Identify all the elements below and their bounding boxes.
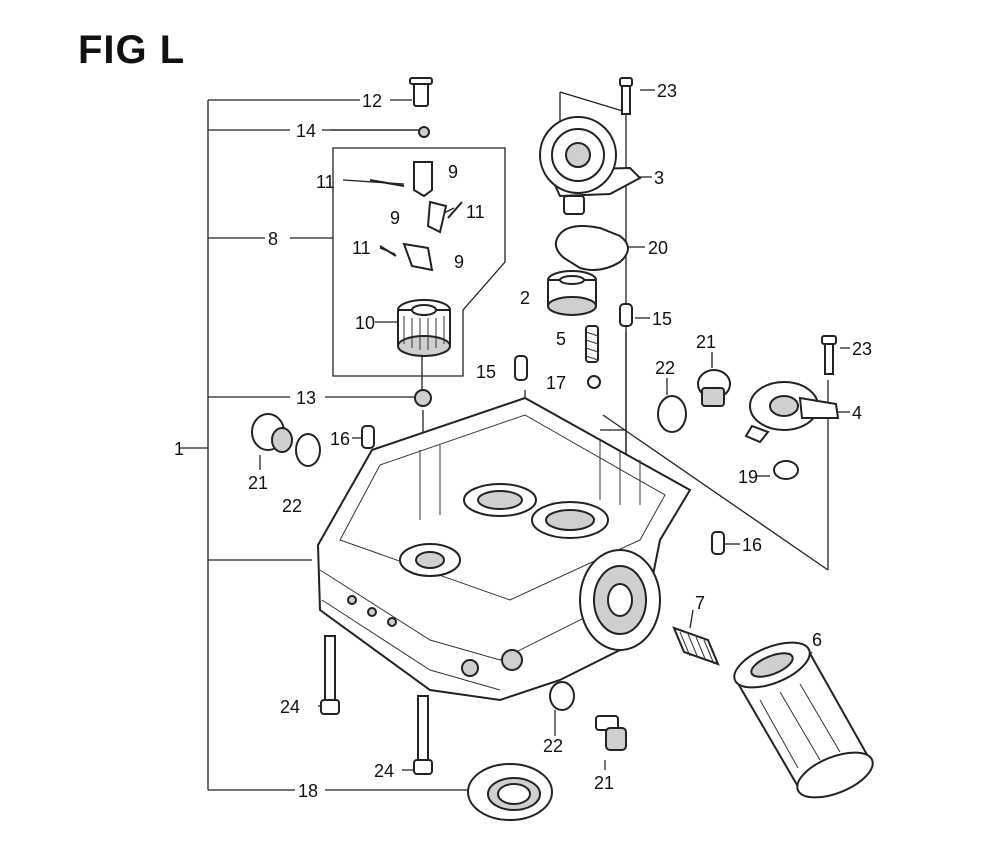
- callout-16b: 16: [742, 535, 762, 555]
- callout-20: 20: [648, 238, 668, 258]
- callout-11b: 11: [466, 202, 485, 222]
- callout-23a: 23: [657, 81, 677, 101]
- part-15-dowel-b: [514, 355, 528, 381]
- part-22-washer-lower: [549, 681, 575, 711]
- part-21-plug-right: [697, 369, 731, 407]
- callout-11a: 11: [316, 172, 335, 192]
- assembly-bracket-lines: [180, 99, 470, 791]
- callout-15a: 15: [652, 309, 672, 329]
- callout-22b: 22: [655, 358, 675, 378]
- part-19-oring: [773, 460, 799, 480]
- callout-23b: 23: [852, 339, 872, 359]
- part-16-dowel-b: [711, 531, 725, 555]
- part-21-plug-left: [251, 413, 293, 453]
- part-12-bolt: [409, 77, 433, 107]
- callout-10: 10: [355, 313, 375, 333]
- part-20-gasket: [554, 225, 629, 271]
- part-24-bolt-b: [413, 695, 433, 775]
- part-2-collar: [547, 270, 597, 316]
- part-7-nipple: [672, 626, 720, 666]
- part-5-spring: [585, 325, 599, 363]
- part-15-dowel-a: [619, 303, 633, 327]
- part-23-bolt-right: [821, 335, 837, 375]
- part-1-crankcase: [316, 396, 692, 702]
- part-4-cover: [744, 381, 840, 444]
- callout-17: 17: [546, 373, 566, 393]
- callout-21b: 21: [696, 332, 716, 352]
- part-17-oring: [587, 375, 601, 389]
- figure-title: FIG L: [78, 28, 186, 72]
- part-11-pins: [369, 179, 463, 257]
- part-22-washer-right: [657, 395, 687, 433]
- callout-labels: 1 2 3 4 5 6 7 8 9 9 9 10 11 11 11 12 13 …: [174, 81, 872, 801]
- callout-24b: 24: [374, 761, 394, 781]
- callout-21a: 21: [248, 473, 268, 493]
- callout-14: 14: [296, 121, 316, 141]
- part-23-bolt-upper: [619, 77, 633, 115]
- callout-9b: 9: [390, 208, 400, 228]
- callout-8: 8: [268, 229, 278, 249]
- part-14-nut: [418, 126, 430, 138]
- callout-24a: 24: [280, 697, 300, 717]
- part-6-oil-filter: [733, 641, 874, 799]
- callout-3: 3: [654, 168, 664, 188]
- pump-assembly-box: [332, 147, 506, 377]
- part-9-clips: [402, 161, 448, 272]
- callout-22c: 22: [543, 736, 563, 756]
- callout-7: 7: [695, 593, 705, 613]
- callout-12: 12: [362, 91, 382, 111]
- callout-16a: 16: [330, 429, 350, 449]
- part-24-bolt-a: [320, 635, 340, 715]
- part-16-dowel-a: [361, 425, 375, 449]
- part-21-plug-lower: [595, 715, 627, 751]
- callout-6: 6: [812, 630, 822, 650]
- part-13-nut: [414, 389, 432, 407]
- callout-18: 18: [298, 781, 318, 801]
- callout-9c: 9: [454, 252, 464, 272]
- callout-11c: 11: [352, 238, 371, 258]
- callout-2: 2: [520, 288, 530, 308]
- part-10-gear: [397, 299, 451, 357]
- callout-5: 5: [556, 329, 566, 349]
- callout-19: 19: [738, 467, 758, 487]
- callout-4: 4: [852, 403, 862, 423]
- callout-1: 1: [174, 439, 184, 459]
- callout-21c: 21: [594, 773, 614, 793]
- part-18-oil-seal: [467, 763, 553, 821]
- callout-15b: 15: [476, 362, 496, 382]
- callout-22a: 22: [282, 496, 302, 516]
- part-3-gear-cover: [539, 116, 642, 215]
- part-22-washer-left: [295, 433, 321, 467]
- callout-13: 13: [296, 388, 316, 408]
- callout-9a: 9: [448, 162, 458, 182]
